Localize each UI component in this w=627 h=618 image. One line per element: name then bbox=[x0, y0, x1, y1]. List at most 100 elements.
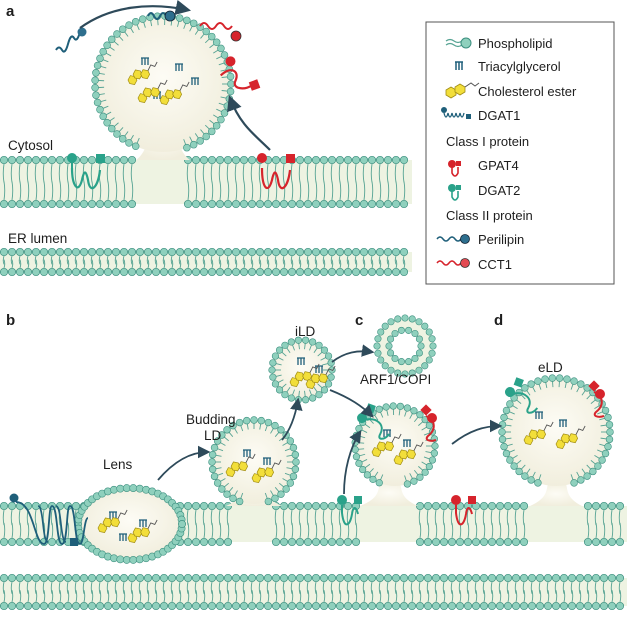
phospholipid-head bbox=[439, 537, 449, 547]
phospholipid-head bbox=[255, 573, 265, 583]
panel-b-neutral-lipids bbox=[97, 357, 586, 544]
phospholipid-head bbox=[269, 359, 277, 367]
phospholipid-head bbox=[591, 501, 601, 511]
phospholipid-head bbox=[375, 573, 385, 583]
phospholipid-head bbox=[239, 267, 249, 277]
phospholipid-head bbox=[319, 573, 329, 583]
phospholipid-head bbox=[387, 335, 395, 343]
phospholipid-head bbox=[223, 537, 233, 547]
phospholipid-head bbox=[183, 199, 193, 209]
phospholipid-head bbox=[235, 497, 244, 506]
phospholipid-head bbox=[479, 601, 489, 611]
phospholipid-head bbox=[447, 537, 457, 547]
phospholipid-head bbox=[175, 601, 185, 611]
phospholipid-head bbox=[191, 573, 201, 583]
legend-item-cct1: CCT1 bbox=[478, 257, 512, 272]
phospholipid-head bbox=[87, 155, 97, 165]
phospholipid-head bbox=[391, 601, 401, 611]
phospholipid-head bbox=[303, 601, 313, 611]
phospholipid-head bbox=[383, 267, 393, 277]
phospholipid-head bbox=[263, 267, 273, 277]
phospholipid-head bbox=[263, 573, 273, 583]
phospholipid-head bbox=[125, 139, 133, 147]
phospholipid-head bbox=[287, 338, 295, 346]
phospholipid-head bbox=[286, 437, 295, 445]
phospholipid-head bbox=[231, 573, 241, 583]
phospholipid-head bbox=[95, 199, 105, 209]
phospholipid-head bbox=[215, 199, 225, 209]
triacylglycerol bbox=[559, 419, 567, 427]
phospholipid-head bbox=[415, 349, 423, 357]
phospholipid-head bbox=[264, 418, 273, 427]
phospholipid-head bbox=[231, 247, 241, 257]
phospholipid-head bbox=[428, 349, 436, 357]
phospholipid-head bbox=[383, 155, 393, 165]
phospholipid-head bbox=[95, 573, 105, 583]
legend-item-gpat4: GPAT4 bbox=[478, 158, 519, 173]
phospholipid-head bbox=[207, 537, 217, 547]
phospholipid-head bbox=[535, 601, 545, 611]
phospholipid-head bbox=[7, 537, 17, 547]
phospholipid-head bbox=[239, 247, 249, 257]
phospholipid-head bbox=[289, 443, 298, 452]
phospholipid-head bbox=[403, 480, 411, 488]
phospholipid-head bbox=[127, 247, 137, 257]
phospholipid-head bbox=[93, 61, 102, 70]
phospholipid-head bbox=[502, 449, 511, 458]
cytosol-label: Cytosol bbox=[8, 138, 53, 153]
phospholipid-head bbox=[615, 537, 625, 547]
phospholipid-head bbox=[226, 72, 235, 81]
phospholipid-head bbox=[431, 442, 439, 450]
phospholipid-head bbox=[377, 328, 385, 336]
phospholipid-head bbox=[319, 199, 329, 209]
phospholipid-head bbox=[113, 130, 121, 138]
panel-d-label: d bbox=[494, 312, 503, 329]
phospholipid-head bbox=[511, 537, 521, 547]
phospholipid-head bbox=[373, 342, 381, 350]
phospholipid-head bbox=[487, 601, 497, 611]
phospholipid-head bbox=[415, 335, 423, 343]
phospholipid-head bbox=[607, 573, 617, 583]
phospholipid-head bbox=[575, 573, 585, 583]
phospholipid-head bbox=[534, 479, 542, 487]
phospholipid-head bbox=[410, 477, 418, 485]
phospholipid-head bbox=[387, 366, 395, 374]
phospholipid-head bbox=[319, 501, 329, 511]
phospholipid-head bbox=[324, 352, 333, 360]
phospholipid-head bbox=[303, 155, 313, 165]
phospholipid-head bbox=[239, 573, 249, 583]
phospholipid-head bbox=[311, 267, 321, 277]
phospholipid-head bbox=[223, 247, 233, 257]
phospholipid-head bbox=[428, 335, 436, 343]
phospholipid-head bbox=[31, 199, 41, 209]
phospholipid-head bbox=[311, 199, 321, 209]
phospholipid-head bbox=[247, 267, 257, 277]
phospholipid-head bbox=[39, 501, 49, 511]
phospholipid-head bbox=[175, 247, 185, 257]
phospholipid-head bbox=[455, 573, 465, 583]
phospholipid-head bbox=[397, 326, 405, 334]
phospholipid-head bbox=[343, 601, 353, 611]
phospholipid-head bbox=[607, 601, 617, 611]
phospholipid-head bbox=[91, 76, 99, 85]
phospholipid-head bbox=[99, 47, 107, 56]
phospholipid-head bbox=[277, 426, 285, 434]
arrow-gpat4-to-droplet bbox=[227, 95, 271, 151]
phospholipid-head bbox=[387, 318, 395, 326]
phospholipid-head bbox=[615, 601, 625, 611]
phospholipid-head bbox=[223, 267, 233, 277]
phospholipid-head bbox=[127, 267, 137, 277]
phospholipid-head bbox=[129, 484, 138, 492]
phospholipid-head bbox=[127, 601, 137, 611]
phospholipid-head bbox=[303, 247, 313, 257]
phospholipid-head bbox=[23, 267, 33, 277]
phospholipid-head bbox=[131, 17, 140, 26]
cholesterol-ester bbox=[523, 421, 554, 446]
phospholipid-head bbox=[548, 374, 557, 382]
phospholipid-head bbox=[374, 335, 382, 343]
phospholipid-head bbox=[118, 135, 127, 143]
phospholipid-head bbox=[215, 537, 225, 547]
phospholipid-head bbox=[23, 537, 33, 547]
phospholipid-head bbox=[183, 143, 191, 152]
phospholipid-head bbox=[23, 155, 33, 165]
